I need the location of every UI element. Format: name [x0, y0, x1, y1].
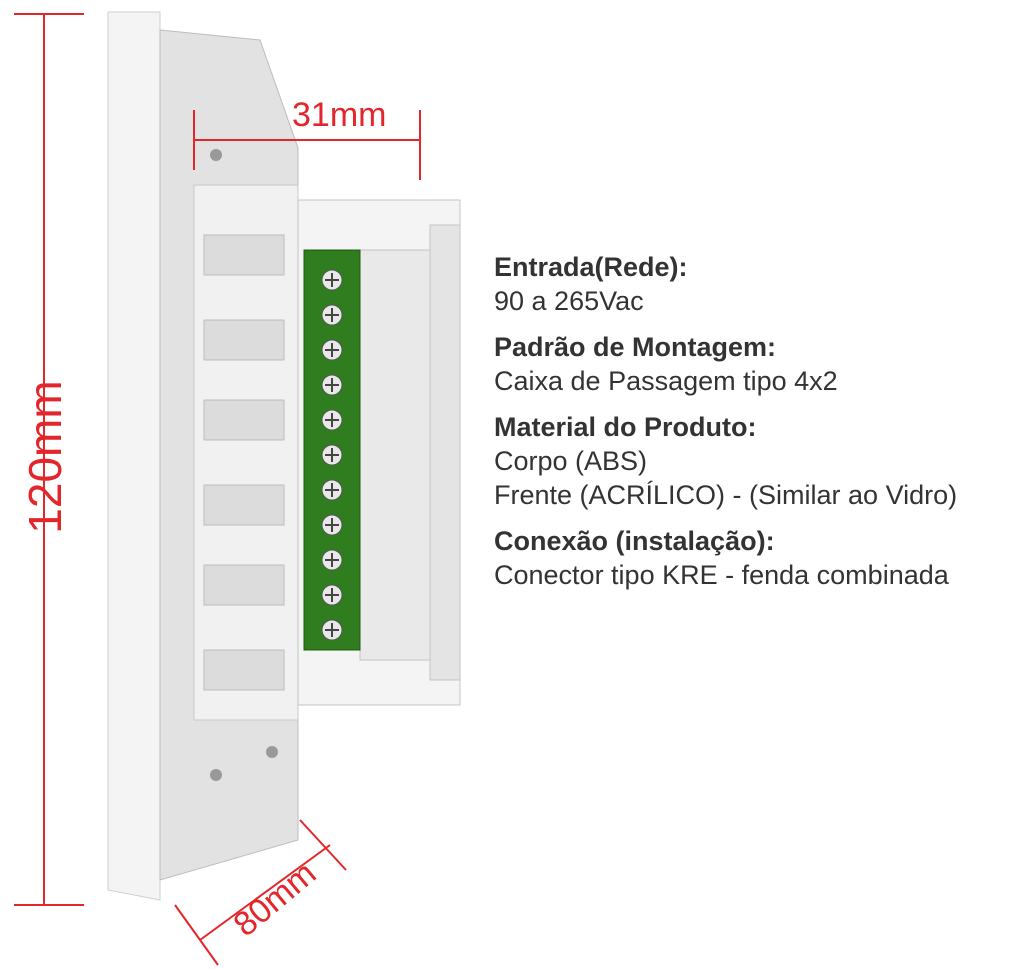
- spec-list: Entrada(Rede): 90 a 265Vac Padrão de Mon…: [494, 250, 957, 604]
- screw-slot-icon: [325, 343, 339, 357]
- spec-connection: Conexão (instalação): Conector tipo KRE …: [494, 524, 957, 592]
- screw-slot-icon: [325, 378, 339, 392]
- spec-mounting: Padrão de Montagem: Caixa de Passagem ti…: [494, 330, 957, 398]
- spec-input: Entrada(Rede): 90 a 265Vac: [494, 250, 957, 318]
- screw-slot-icon: [325, 448, 339, 462]
- screw-slot-icon: [325, 518, 339, 532]
- screw-hole-bottom: [210, 769, 222, 781]
- spec-heading: Padrão de Montagem:: [494, 332, 777, 362]
- screw-slot-icon: [325, 553, 339, 567]
- frame-slots: [203, 234, 285, 691]
- spec-heading: Material do Produto:: [494, 412, 757, 442]
- spec-material: Material do Produto: Corpo (ABS) Frente …: [494, 410, 957, 512]
- dimension-lines: [14, 13, 421, 966]
- spec-value: Caixa de Passagem tipo 4x2: [494, 366, 838, 396]
- screw-slot-icon: [325, 623, 339, 637]
- spec-heading: Entrada(Rede):: [494, 252, 688, 282]
- rear-housing-side: [429, 224, 461, 681]
- front-plate: [107, 11, 161, 901]
- spec-value: Conector tipo KRE - fenda combinada: [494, 560, 949, 590]
- connector-housing: [359, 249, 431, 661]
- height-dimension-label: 120mm: [19, 380, 71, 534]
- screw-slot-icon: [325, 588, 339, 602]
- dim-line-80: [199, 844, 331, 941]
- screw-hole-top: [210, 149, 222, 161]
- spec-value: Frente (ACRÍLICO) - (Similar ao Vidro): [494, 480, 958, 510]
- screw-hole-bottom-2: [266, 746, 278, 758]
- screw-slot-icon: [325, 483, 339, 497]
- screw-slot-icon: [325, 273, 339, 287]
- depth-dimension-label: 31mm: [292, 96, 387, 134]
- screw-slot-icon: [325, 413, 339, 427]
- screw-slot-icon: [325, 308, 339, 322]
- spec-value: 90 a 265Vac: [494, 286, 644, 316]
- spec-value: Corpo (ABS): [494, 446, 648, 476]
- spec-heading: Conexão (instalação):: [494, 526, 775, 556]
